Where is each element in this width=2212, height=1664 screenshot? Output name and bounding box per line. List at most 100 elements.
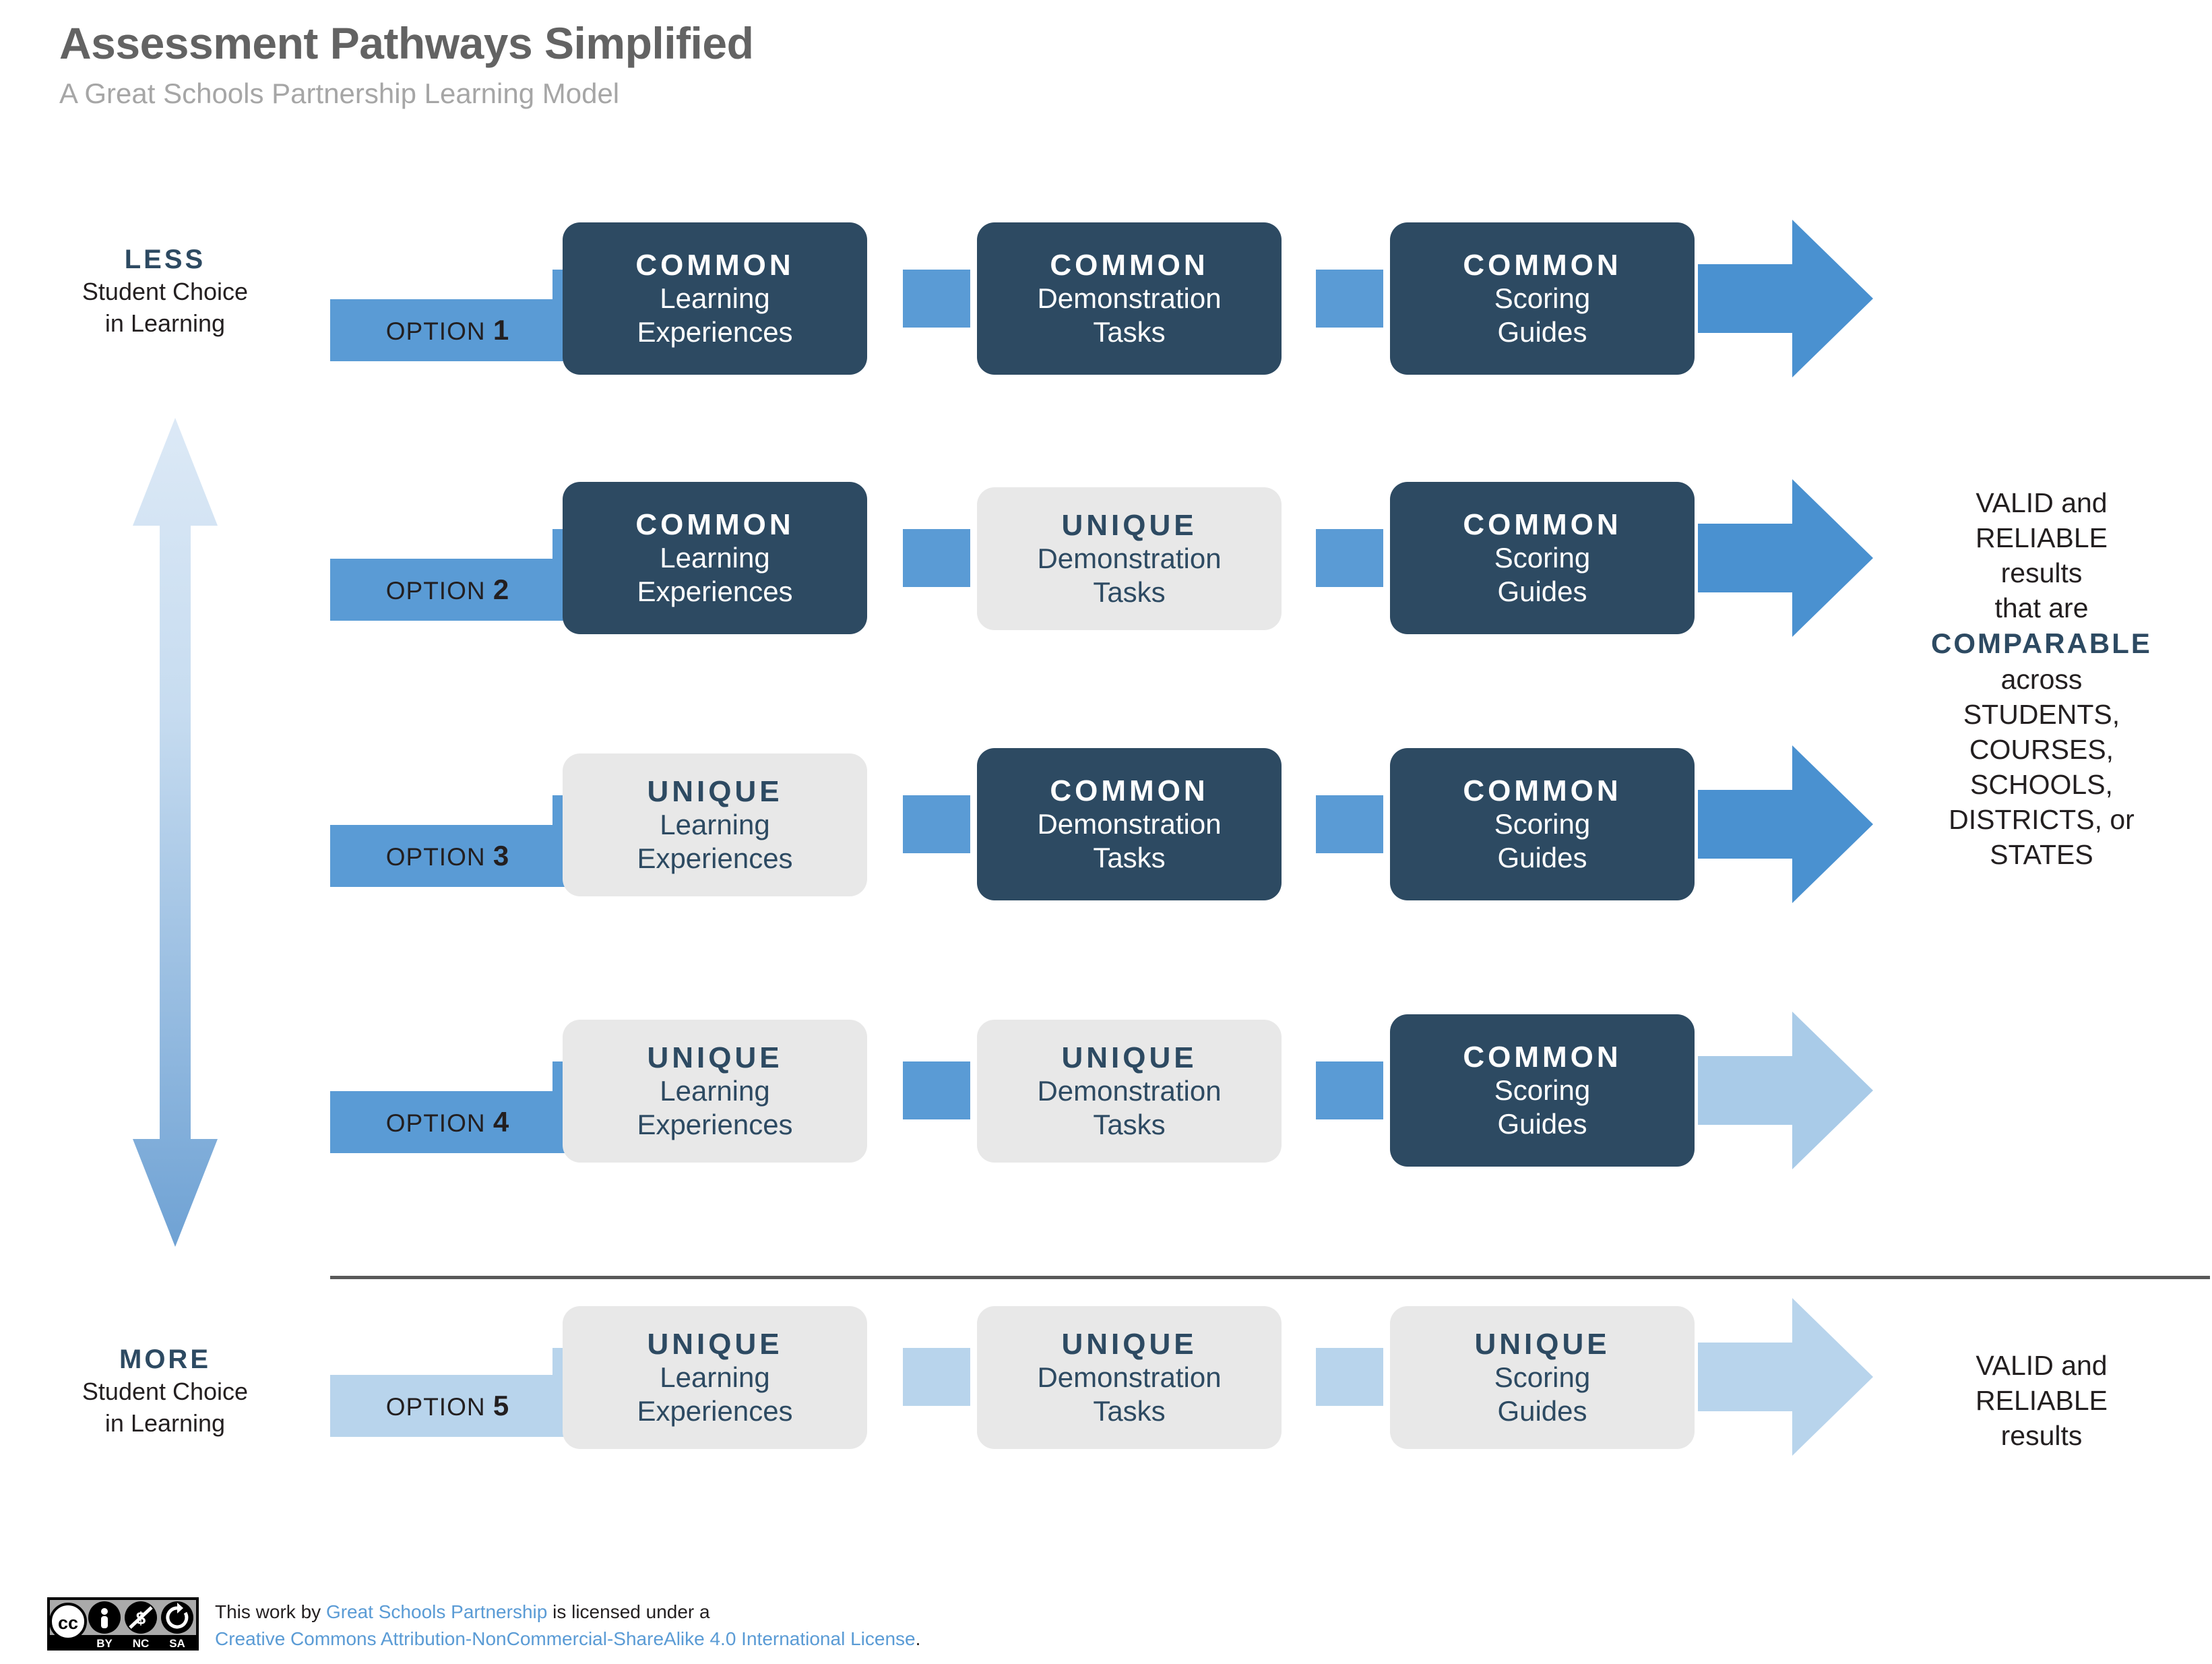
stage-kind-r4-c3: COMMON	[1463, 1040, 1622, 1074]
stage-kind-r2-c2: UNIQUE	[1061, 508, 1197, 542]
axis-label-more: MORE Student Choice in Learning	[30, 1343, 300, 1440]
result-main-line5: across	[2000, 663, 2083, 695]
stage-what2-r2-c3: Guides	[1497, 575, 1587, 607]
stage-kind-r2-c1: COMMON	[635, 507, 794, 541]
cc-letters-by: BY	[96, 1637, 113, 1650]
result-bottom-line2: RELIABLE	[1976, 1385, 2108, 1417]
stage-what1-r3-c1: Learning	[660, 809, 770, 841]
stage-what2-r5-c3: Guides	[1497, 1394, 1587, 1427]
stage-kind-r1-c3: COMMON	[1463, 248, 1622, 282]
stage-kind-r3-c1: UNIQUE	[647, 774, 783, 808]
stage-box-r5-c2[interactable]: UNIQUE Demonstration Tasks	[977, 1306, 1282, 1449]
stage-box-r1-c2[interactable]: COMMON Demonstration Tasks	[977, 222, 1282, 375]
option-badge-1[interactable]: OPTION 1	[330, 299, 565, 361]
result-main-line1: VALID and	[1976, 487, 2108, 518]
stage-what1-r3-c3: Scoring	[1494, 808, 1591, 840]
connector-r1-b	[1316, 270, 1383, 328]
result-bottom-line1: VALID and	[1976, 1350, 2108, 1381]
result-text-basic: VALID and RELIABLE results	[1887, 1348, 2197, 1453]
stage-box-r5-c3[interactable]: UNIQUE Scoring Guides	[1390, 1306, 1695, 1449]
stage-what1-r4-c2: Demonstration	[1037, 1075, 1222, 1107]
axis-label-less-line1: Student Choice	[82, 278, 249, 305]
option-badge-4[interactable]: OPTION 4	[330, 1091, 565, 1153]
connector-r4-a	[903, 1061, 970, 1119]
stage-what2-r3-c1: Experiences	[637, 842, 793, 874]
stage-box-r5-c1[interactable]: UNIQUE Learning Experiences	[563, 1306, 867, 1449]
option-badge-2-prefix: OPTION	[385, 577, 486, 605]
page-title: Assessment Pathways Simplified	[59, 18, 754, 68]
connector-r5-b	[1316, 1348, 1383, 1406]
stage-kind-r2-c3: COMMON	[1463, 507, 1622, 541]
axis-label-less-emphasis: LESS	[124, 245, 206, 274]
stage-kind-r5-c2: UNIQUE	[1061, 1327, 1197, 1361]
org-link[interactable]: Great Schools Partnership	[325, 1601, 548, 1622]
header: Assessment Pathways Simplified A Great S…	[59, 18, 754, 110]
stage-what2-r3-c2: Tasks	[1093, 841, 1166, 873]
result-arrow-row-2	[1698, 479, 1873, 637]
stage-what2-r2-c2: Tasks	[1093, 576, 1166, 608]
stage-box-r2-c1[interactable]: COMMON Learning Experiences	[563, 482, 867, 634]
stage-kind-r3-c2: COMMON	[1050, 774, 1209, 807]
license-footer: cc $ BY NC SA This work by Great Schools…	[47, 1597, 920, 1653]
option-badge-2-number: 2	[493, 574, 509, 605]
result-main-line7: COURSES,	[1969, 733, 2114, 765]
section-divider	[330, 1276, 2210, 1279]
license-link[interactable]: Creative Commons Attribution-NonCommerci…	[215, 1628, 916, 1649]
stage-kind-r5-c3: UNIQUE	[1474, 1327, 1610, 1361]
connector-r3-a	[903, 795, 970, 853]
option-badge-5-number: 5	[493, 1390, 509, 1421]
stage-kind-r3-c3: COMMON	[1463, 774, 1622, 807]
connector-r3-b	[1316, 795, 1383, 853]
stage-box-r2-c2[interactable]: UNIQUE Demonstration Tasks	[977, 487, 1282, 630]
option-badge-2[interactable]: OPTION 2	[330, 559, 565, 621]
stage-what1-r5-c2: Demonstration	[1037, 1361, 1222, 1394]
stage-box-r1-c1[interactable]: COMMON Learning Experiences	[563, 222, 867, 375]
option-badge-5[interactable]: OPTION 5	[330, 1375, 565, 1437]
result-arrow-row-3	[1698, 745, 1873, 903]
stage-kind-r5-c1: UNIQUE	[647, 1327, 783, 1361]
result-main-line6: STUDENTS,	[1963, 698, 2120, 730]
license-text-before: This work by	[215, 1601, 326, 1622]
result-arrow-row-5	[1698, 1298, 1873, 1456]
stage-what2-r3-c3: Guides	[1497, 841, 1587, 873]
license-text-middle: is licensed under a	[547, 1601, 710, 1622]
result-main-line4: that are	[1994, 592, 2089, 624]
axis-label-less: LESS Student Choice in Learning	[30, 243, 300, 340]
result-arrow-row-4	[1698, 1012, 1873, 1169]
stage-box-r2-c3[interactable]: COMMON Scoring Guides	[1390, 482, 1695, 634]
stage-box-r1-c3[interactable]: COMMON Scoring Guides	[1390, 222, 1695, 375]
stage-box-r3-c1[interactable]: UNIQUE Learning Experiences	[563, 753, 867, 896]
stage-what1-r4-c1: Learning	[660, 1075, 770, 1107]
stage-what2-r2-c1: Experiences	[637, 575, 793, 607]
creative-commons-by-nc-sa-icon[interactable]: cc $ BY NC SA	[47, 1597, 199, 1651]
stage-what1-r3-c2: Demonstration	[1037, 808, 1222, 840]
axis-label-less-line2: in Learning	[104, 309, 226, 337]
cc-letters-sa: SA	[169, 1637, 185, 1650]
option-badge-3[interactable]: OPTION 3	[330, 825, 565, 887]
stage-what2-r1-c1: Experiences	[637, 315, 793, 348]
stage-what2-r5-c1: Experiences	[637, 1394, 793, 1427]
stage-what1-r5-c1: Learning	[660, 1361, 770, 1394]
stage-box-r4-c3[interactable]: COMMON Scoring Guides	[1390, 1014, 1695, 1167]
connector-r1-a	[903, 270, 970, 328]
license-line-2: Creative Commons Attribution-NonCommerci…	[215, 1626, 920, 1653]
stage-what2-r4-c1: Experiences	[637, 1108, 793, 1140]
page-subtitle: A Great Schools Partnership Learning Mod…	[59, 78, 620, 110]
stage-what1-r5-c3: Scoring	[1494, 1361, 1591, 1394]
result-bottom-line3: results	[2000, 1420, 2083, 1452]
axis-label-more-emphasis: MORE	[119, 1345, 211, 1374]
stage-what2-r1-c3: Guides	[1497, 315, 1587, 348]
result-arrow-row-1	[1698, 220, 1873, 377]
cc-letters-nc: NC	[133, 1637, 150, 1650]
stage-kind-r1-c1: COMMON	[635, 248, 794, 282]
option-badge-4-prefix: OPTION	[385, 1109, 486, 1137]
result-main-line2: RELIABLE	[1976, 522, 2108, 554]
stage-box-r3-c3[interactable]: COMMON Scoring Guides	[1390, 748, 1695, 900]
stage-what2-r5-c2: Tasks	[1093, 1394, 1166, 1427]
stage-box-r4-c2[interactable]: UNIQUE Demonstration Tasks	[977, 1020, 1282, 1163]
stage-box-r3-c2[interactable]: COMMON Demonstration Tasks	[977, 748, 1282, 900]
stage-kind-r4-c1: UNIQUE	[647, 1041, 783, 1074]
double-headed-vertical-arrow-icon	[133, 418, 218, 1247]
stage-what1-r2-c2: Demonstration	[1037, 543, 1222, 575]
stage-box-r4-c1[interactable]: UNIQUE Learning Experiences	[563, 1020, 867, 1163]
